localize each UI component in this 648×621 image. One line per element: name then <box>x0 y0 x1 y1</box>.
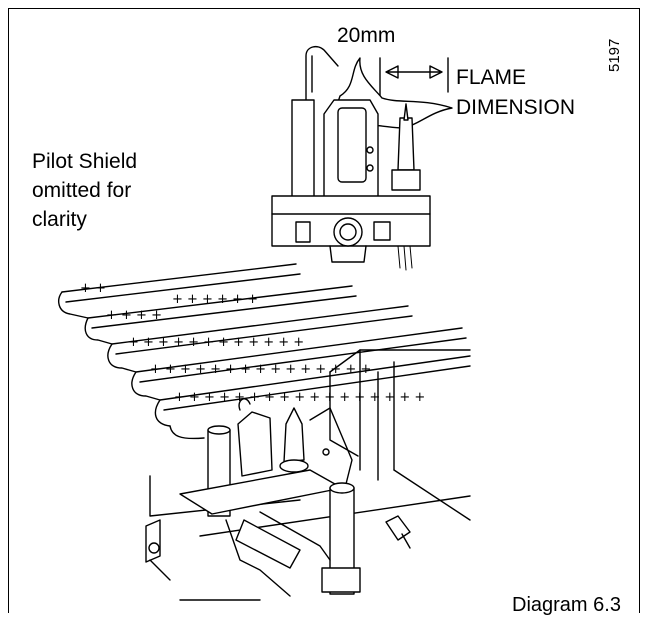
pilot-hood-inner <box>337 107 367 183</box>
svg-text:+ + + + + + + + + + + + + + +: + + + + + + + + + + + + + + + + + <box>174 390 425 405</box>
pilot-shield-note: Pilot Shield omitted for clarity <box>32 150 138 231</box>
hood-screw <box>366 146 374 154</box>
fixing-screw <box>385 515 411 541</box>
bracket-in-situ <box>179 469 343 515</box>
thermocouple-hook <box>305 45 339 101</box>
thermocouple-top <box>207 425 231 435</box>
svg-text:+ +: + + <box>80 281 106 296</box>
dimension-label: 20mm <box>337 24 396 47</box>
pilot-hood-in-situ <box>237 411 273 477</box>
chamber-uprights <box>359 349 395 481</box>
clip-hole <box>148 542 160 554</box>
electrode-leads <box>397 245 413 271</box>
electrode-nut <box>391 169 421 191</box>
ignition-lead <box>259 511 331 561</box>
base-clip <box>145 519 161 563</box>
bracket-upright <box>309 407 353 485</box>
svg-text:+ + + +: + + + + <box>106 308 162 323</box>
svg-text:+ + + + + +: + + + + + + <box>172 292 258 307</box>
pilot-in-situ <box>169 398 361 597</box>
burner-bar-1 <box>61 263 301 303</box>
lower-fitting <box>235 519 301 569</box>
electrode-tip <box>403 103 409 121</box>
burner-ports: + + + + + + + + + + + + + + + + + + + + … <box>80 281 425 405</box>
thermocouple-lead <box>225 519 291 597</box>
burner-bar-3 <box>111 305 413 355</box>
electrode-in-situ <box>283 407 305 463</box>
gas-pipe-nut <box>321 567 361 593</box>
bracket-hole <box>322 448 330 456</box>
burner-bar-4 <box>135 327 467 383</box>
diagram-number: Diagram 6.3 <box>512 594 621 616</box>
hood-hook <box>238 398 251 411</box>
screw-shank <box>401 533 411 549</box>
bracket-tab-2 <box>373 221 391 241</box>
thermocouple-body <box>291 99 315 211</box>
hood-screw-2 <box>366 164 374 172</box>
lower-outline <box>149 559 261 601</box>
diagram-code: 5197 <box>606 38 623 72</box>
burner-bar-2 <box>87 285 357 329</box>
burner-bar-5 <box>159 355 471 411</box>
svg-text:+ + + + + + + + + + + +: + + + + + + + + + + + + <box>128 335 304 350</box>
flame-dimension-label: FLAME DIMENSION <box>456 66 576 119</box>
pilot-feed-curve <box>169 425 205 440</box>
diagram-frame <box>8 8 640 613</box>
chamber-floor-edge <box>393 469 471 521</box>
gas-pipe-top <box>329 482 355 494</box>
pilot-injector-inner <box>339 223 357 241</box>
spark-electrode <box>397 117 415 171</box>
dimension-arrows <box>385 65 443 79</box>
svg-text:+ + + + + + + + + + + + + + +: + + + + + + + + + + + + + + + <box>150 362 371 377</box>
pilot-detail <box>271 45 453 271</box>
burner-bar-ends <box>58 291 171 427</box>
burner-bars: + + + + + + + + + + + + + + + + + + + + … <box>58 263 471 427</box>
electrode-nut-in-situ <box>279 459 309 473</box>
pilot-pipe-fitting <box>329 245 367 263</box>
bracket-tab <box>295 221 311 243</box>
